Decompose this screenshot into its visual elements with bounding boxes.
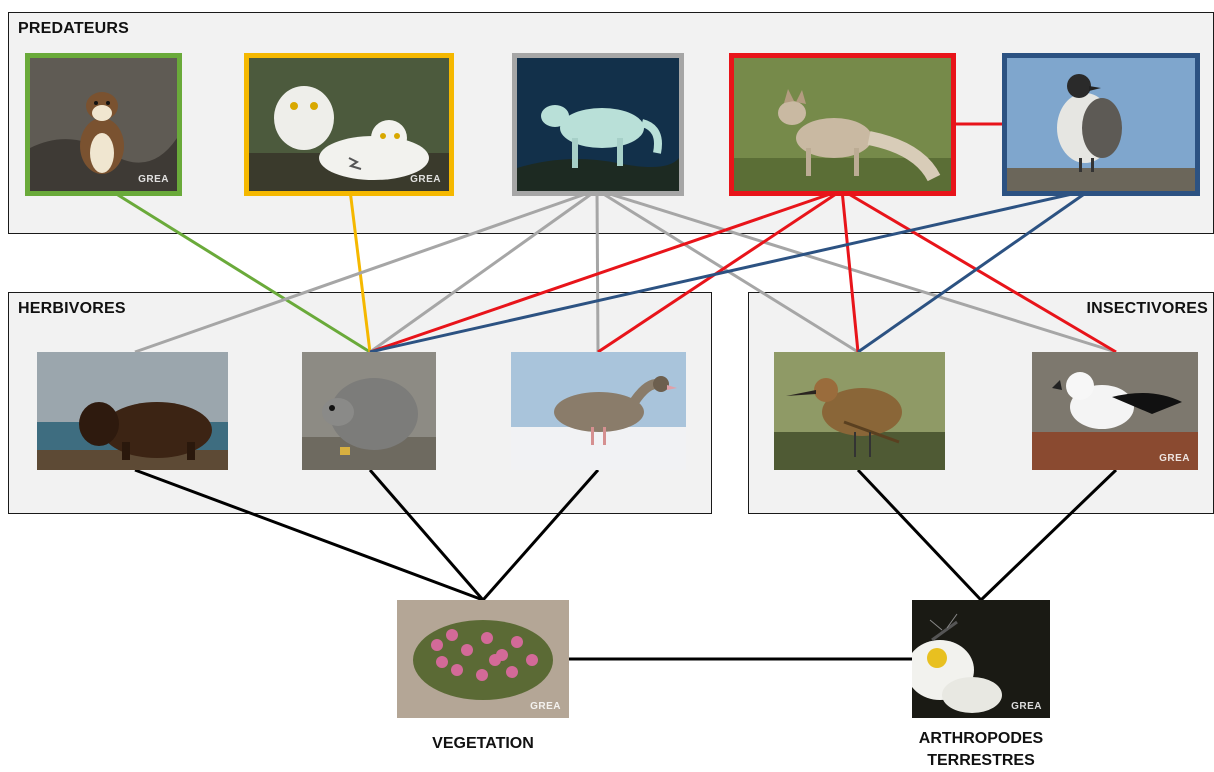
link-goose-vegetation (481, 469, 600, 601)
arctic-fox-photo (729, 53, 956, 196)
arthropods-photo: GREA (912, 600, 1050, 718)
vegetation-photo: GREA (397, 600, 569, 718)
link-arctic-wolf-lemming (369, 188, 598, 354)
goose-photo (511, 352, 686, 470)
link-stoat-lemming (109, 188, 371, 354)
arthropods-label: ARTHROPODES TERRESTRES (896, 728, 1066, 772)
arthropods-label-line1: ARTHROPODES (918, 730, 1044, 747)
predators-title: PREDATEURS (18, 20, 130, 37)
muskox-photo (37, 352, 228, 470)
sandpiper-photo (774, 352, 945, 470)
herbivores-title: HERBIVORES (18, 300, 126, 317)
lemming-photo (302, 352, 436, 470)
link-arctic-fox-lemming (369, 188, 843, 354)
insectivores-title: INSECTIVORES (1086, 300, 1208, 317)
link-arctic-wolf-snow-bunting (596, 188, 1117, 354)
grea-watermark: GREA (138, 174, 169, 185)
link-arctic-fox-snow-bunting (841, 188, 1117, 354)
link-arctic-wolf-muskox (134, 188, 598, 354)
link-jaeger-sandpiper (857, 188, 1091, 354)
snow-bunting-photo: GREA (1032, 352, 1198, 470)
grea-watermark: GREA (1011, 701, 1042, 712)
snowy-owl-photo: GREA (244, 53, 454, 196)
jaeger-photo (1002, 53, 1200, 196)
grea-watermark: GREA (1159, 453, 1190, 464)
link-sandpiper-arthropods (856, 468, 983, 602)
link-arctic-fox-goose (597, 188, 843, 354)
arctic-wolf-photo (512, 53, 684, 196)
link-snowy-owl-lemming (348, 189, 372, 353)
arthropods-label-line2: TERRESTRES (927, 752, 1035, 769)
link-arctic-wolf-goose (595, 189, 600, 353)
stoat-photo: GREA (25, 53, 182, 196)
grea-watermark: GREA (410, 174, 441, 185)
link-lemming-vegetation (368, 469, 485, 601)
grea-watermark: GREA (530, 701, 561, 712)
link-snow-bunting-arthropods (979, 468, 1118, 602)
link-arctic-fox-sandpiper (840, 189, 860, 353)
link-muskox-vegetation (134, 468, 484, 602)
vegetation-label: VEGETATION (432, 735, 534, 752)
link-jaeger-lemming (369, 188, 1091, 354)
